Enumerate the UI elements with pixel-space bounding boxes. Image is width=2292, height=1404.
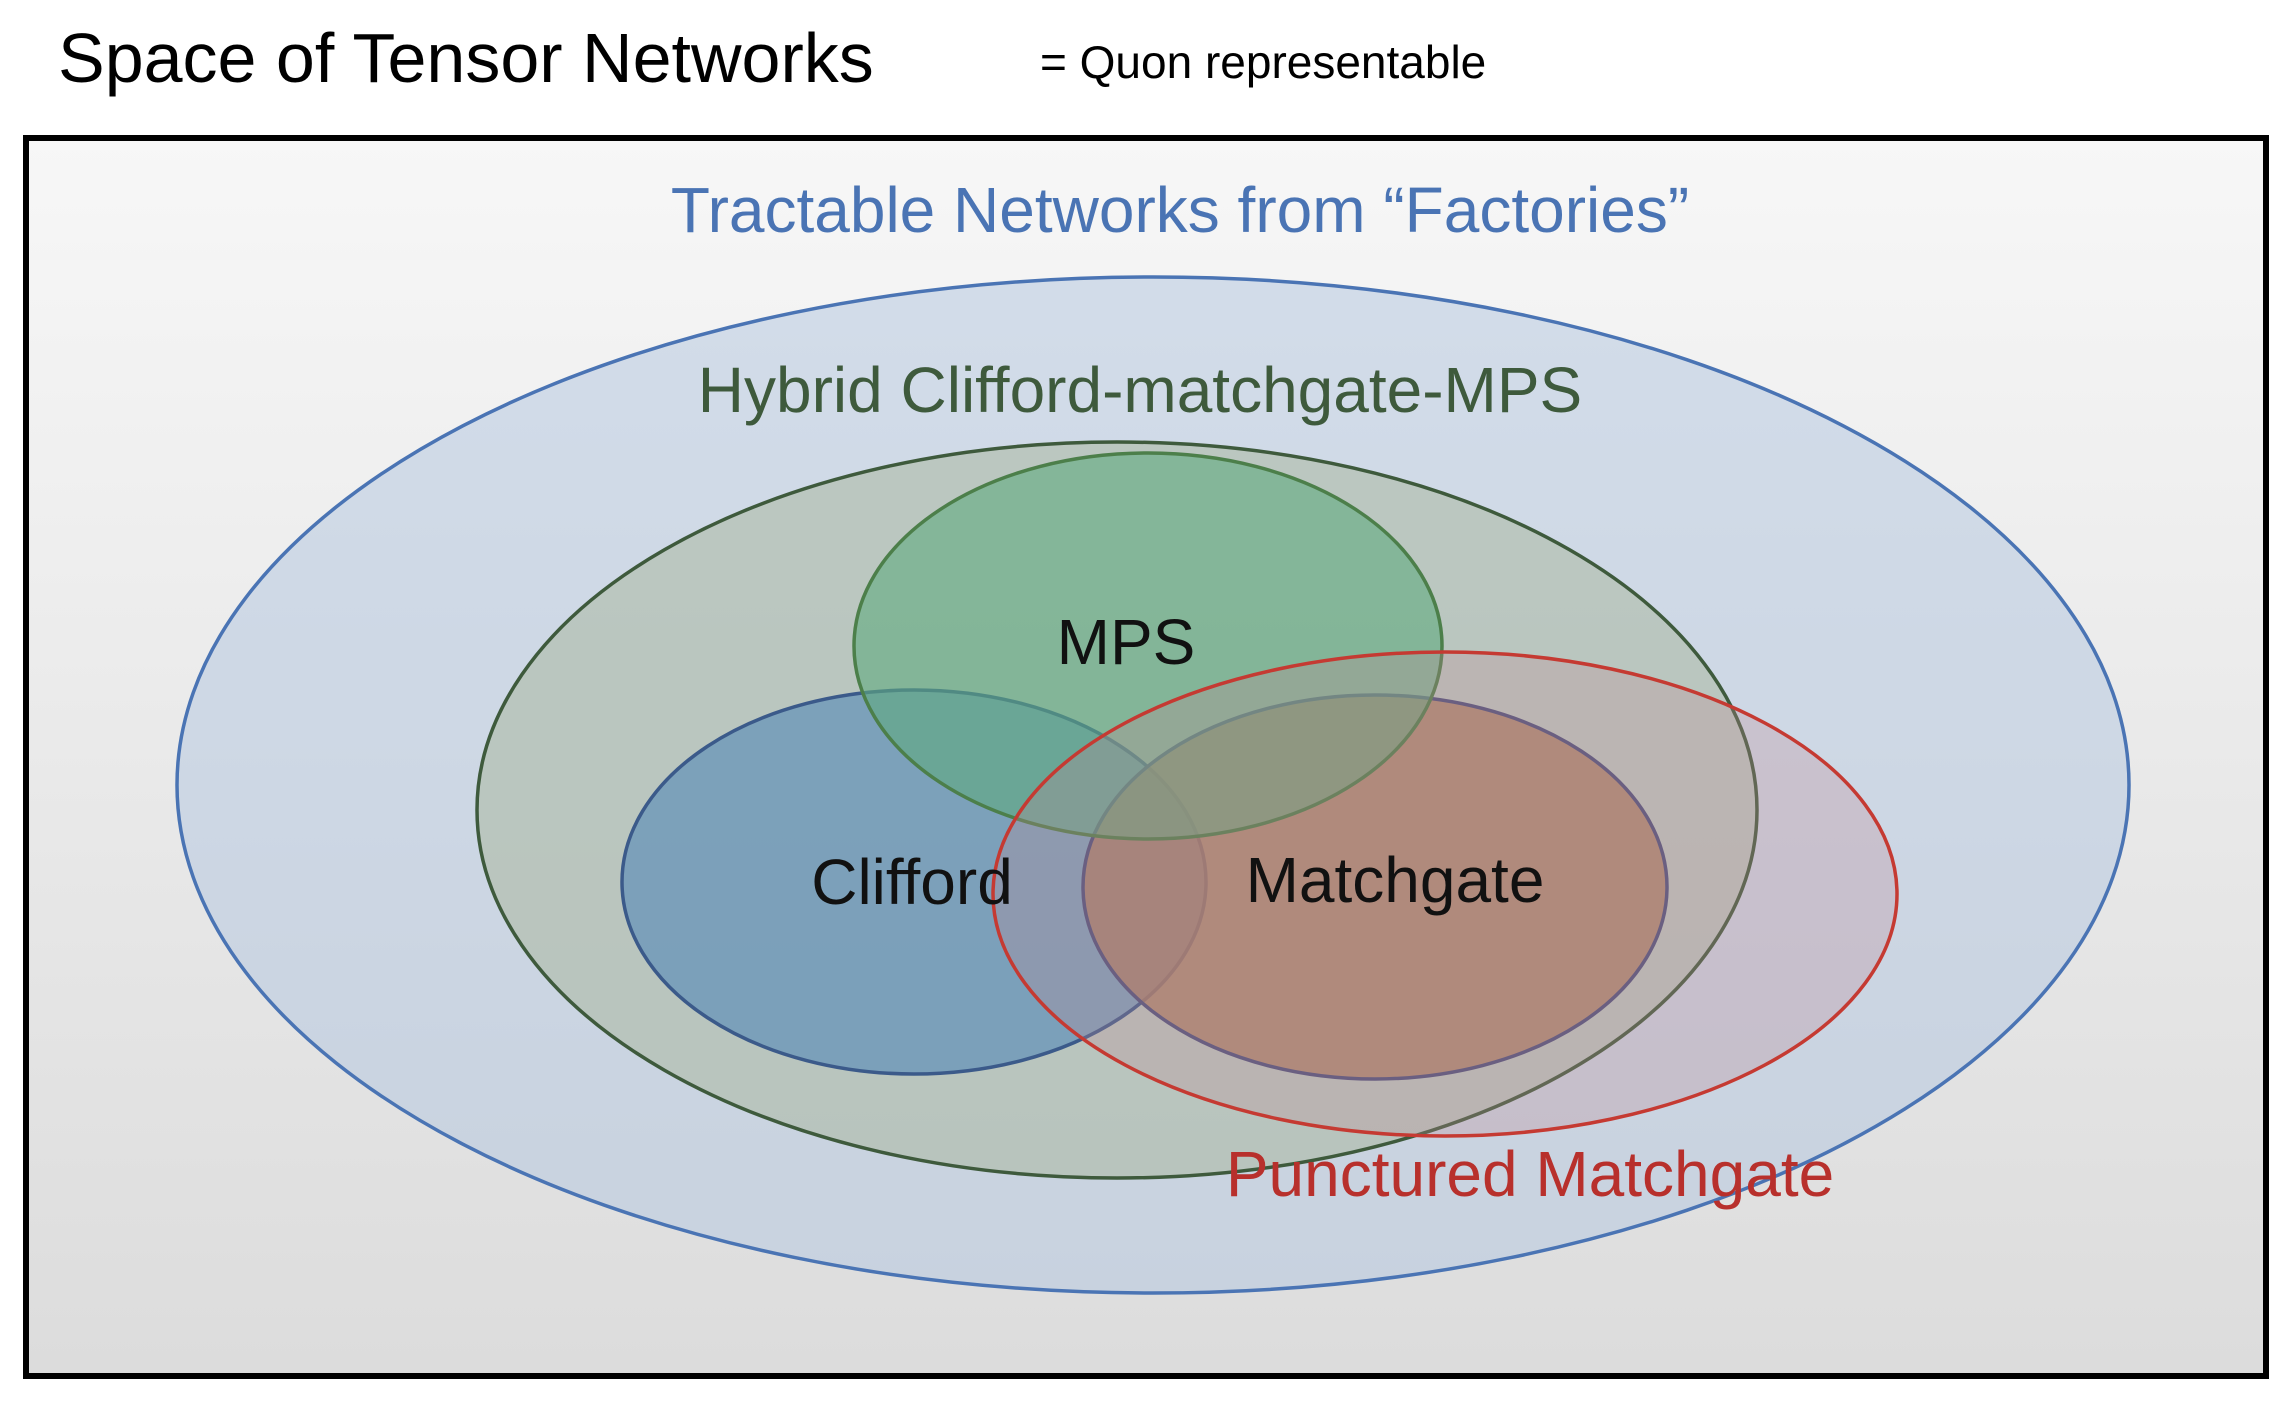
- clifford-label: Clifford: [811, 846, 1013, 918]
- mps-label: MPS: [1057, 606, 1196, 678]
- tractable-label: Tractable Networks from “Factories”: [671, 174, 1689, 246]
- mps-ellipse: [852, 451, 1444, 841]
- diagram-subtitle: = Quon representable: [1040, 36, 1486, 88]
- hybrid-label: Hybrid Clifford-matchgate-MPS: [698, 354, 1582, 426]
- punctured-matchgate-ellipse: [991, 650, 1899, 1138]
- matchgate-label: Matchgate: [1246, 844, 1545, 916]
- diagram-title: Space of Tensor Networks: [58, 19, 874, 97]
- punctured-matchgate-label: Punctured Matchgate: [1226, 1138, 1834, 1210]
